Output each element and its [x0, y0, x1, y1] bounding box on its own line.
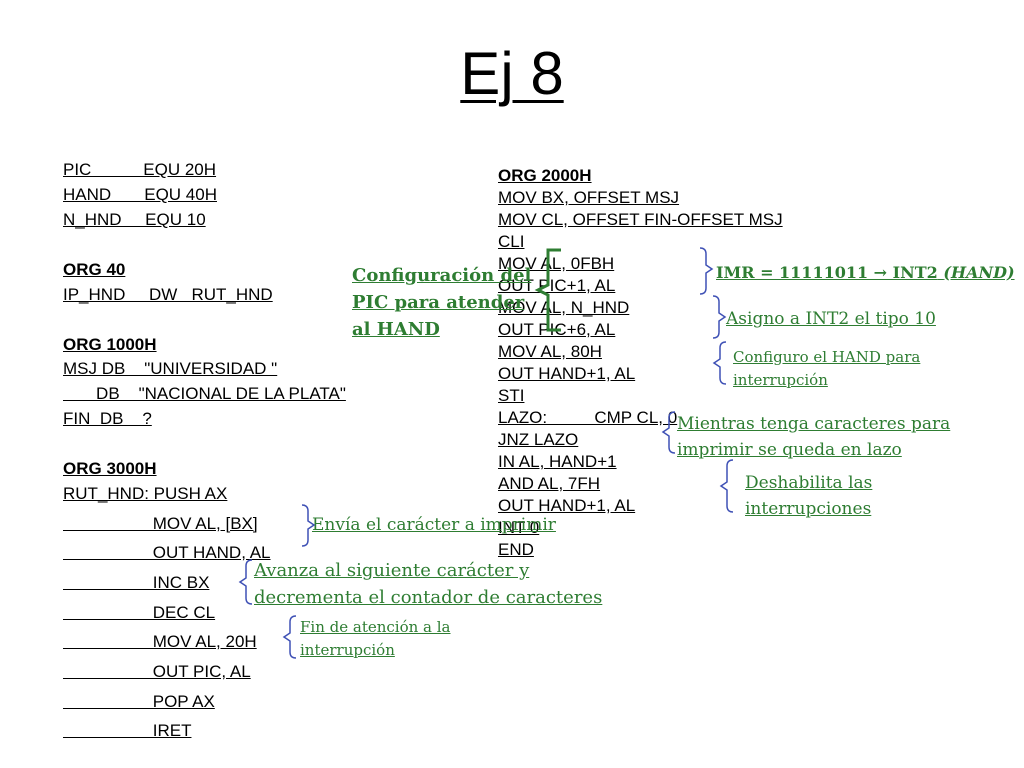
bracket-config-pic — [534, 248, 561, 332]
annotation-config-pic-line2: PIC para atender — [352, 292, 525, 313]
code-line-out-pic1: OUT PIC+1, AL — [498, 276, 616, 295]
annotation-mientras-line2: imprimir se queda en lazo — [677, 440, 902, 460]
annotation-mientras-line1: Mientras tenga caracteres para — [677, 414, 951, 434]
code-line-mov-al-80h: MOV AL, 80H — [498, 342, 602, 361]
code-line-in-al: IN AL, HAND+1 — [498, 452, 617, 471]
code-line-out-pic-al: OUT PIC, AL — [63, 662, 251, 681]
code-line-hand-equ: HAND EQU 40H — [63, 185, 217, 204]
code-line-and-al: AND AL, 7FH — [498, 474, 601, 493]
code-line-out-hand-al: OUT HAND, AL — [63, 543, 271, 562]
bracket-imr — [699, 247, 714, 295]
code-line-db-nacional: DB "NACIONAL DE LA PLATA" — [63, 384, 346, 403]
code-line-mov-al-0fbh: MOV AL, 0FBH — [498, 254, 615, 273]
annotation-imr-hand: (HAND) — [943, 263, 1015, 282]
annotation-config-pic-line3: al HAND — [352, 319, 440, 340]
annotation-config-pic: Configuración del PIC para atender al HA… — [352, 262, 531, 343]
annotation-deshabilita-line2: interrupciones — [745, 499, 872, 519]
annotation-fin-line2: interrupción — [300, 641, 395, 659]
code-line-ip-hnd: IP_HND DW RUT_HND — [63, 285, 273, 304]
code-line-org-40: ORG 40 — [63, 260, 126, 279]
code-line-nhnd-equ: N_HND EQU 10 — [63, 210, 206, 229]
code-line-org-2000h: ORG 2000H — [498, 166, 592, 185]
code-line-pop-ax: POP AX — [63, 692, 215, 711]
code-line-mov-al-bx: MOV AL, [BX] — [63, 514, 258, 533]
annotation-asigno: Asigno a INT2 el tipo 10 — [726, 309, 936, 329]
annotation-deshabilita-line1: Deshabilita las — [745, 473, 873, 493]
bracket-mientras — [661, 411, 676, 454]
bracket-deshabilita — [719, 459, 734, 513]
annotation-configuro-line2: interrupción — [733, 371, 828, 389]
code-line-out-pic6: OUT PIC+6, AL — [498, 320, 616, 339]
code-line-lazo: LAZO: CMP CL, 0 — [498, 408, 678, 427]
bracket-asigno — [712, 295, 727, 339]
annotation-imr: IMR = 11111011 → INT2 (HAND) — [716, 259, 1015, 286]
annotation-configuro-line1: Configuro el HAND para — [733, 348, 921, 366]
code-line-iret: IRET — [63, 721, 192, 740]
annotation-config-pic-line1: Configuración del — [352, 265, 532, 286]
code-line-inc-bx: INC BX — [63, 573, 210, 592]
code-line-jnz: JNZ LAZO — [498, 430, 579, 449]
code-line-mov-cl: MOV CL, OFFSET FIN-OFFSET MSJ — [498, 210, 783, 229]
code-line-org-3000h: ORG 3000H — [63, 459, 157, 478]
code-line-mov-bx: MOV BX, OFFSET MSJ — [498, 188, 680, 207]
code-line-org-1000h: ORG 1000H — [63, 335, 157, 354]
slide-title: Ej 8 — [460, 40, 564, 107]
bracket-envia — [301, 504, 316, 547]
code-line-sti: STI — [498, 386, 525, 405]
bracket-avanza — [238, 559, 253, 605]
annotation-avanza-line1: Avanza al siguiente carácter y — [254, 560, 530, 581]
code-line-out-hand1-b: OUT HAND+1, AL — [498, 496, 636, 515]
annotation-deshabilita: Deshabilita las interrupciones — [745, 470, 872, 522]
code-line-fin-db: FIN DB ? — [63, 409, 152, 428]
code-line-int0: INT 0 — [498, 518, 540, 537]
bracket-fin — [282, 615, 297, 659]
code-line-end: END — [498, 540, 534, 559]
code-line-pic-equ: PIC EQU 20H — [63, 160, 217, 179]
code-line-cli: CLI — [498, 232, 525, 251]
annotation-fin-line1: Fin de atención a la — [300, 618, 451, 636]
annotation-avanza: Avanza al siguiente carácter y decrement… — [254, 557, 602, 611]
code-line-out-hand1-a: OUT HAND+1, AL — [498, 364, 636, 383]
annotation-envia: Envía el carácter a imprimir — [312, 515, 556, 535]
code-line-dec-cl: DEC CL — [63, 603, 216, 622]
annotation-mientras: Mientras tenga caracteres para imprimir … — [677, 411, 950, 463]
annotation-imr-text: IMR = 11111011 → INT2 — [716, 263, 938, 282]
annotation-configuro: Configuro el HAND para interrupción — [733, 346, 920, 392]
code-line-rut-hnd: RUT_HND: PUSH AX — [63, 484, 228, 503]
annotation-fin: Fin de atención a la interrupción — [300, 616, 451, 662]
bracket-configuro — [712, 341, 727, 385]
annotation-avanza-line2: decrementa el contador de caracteres — [254, 587, 603, 608]
code-line-msj-db: MSJ DB "UNIVERSIDAD " — [63, 359, 278, 378]
code-line-mov-al-20h: MOV AL, 20H — [63, 632, 257, 651]
